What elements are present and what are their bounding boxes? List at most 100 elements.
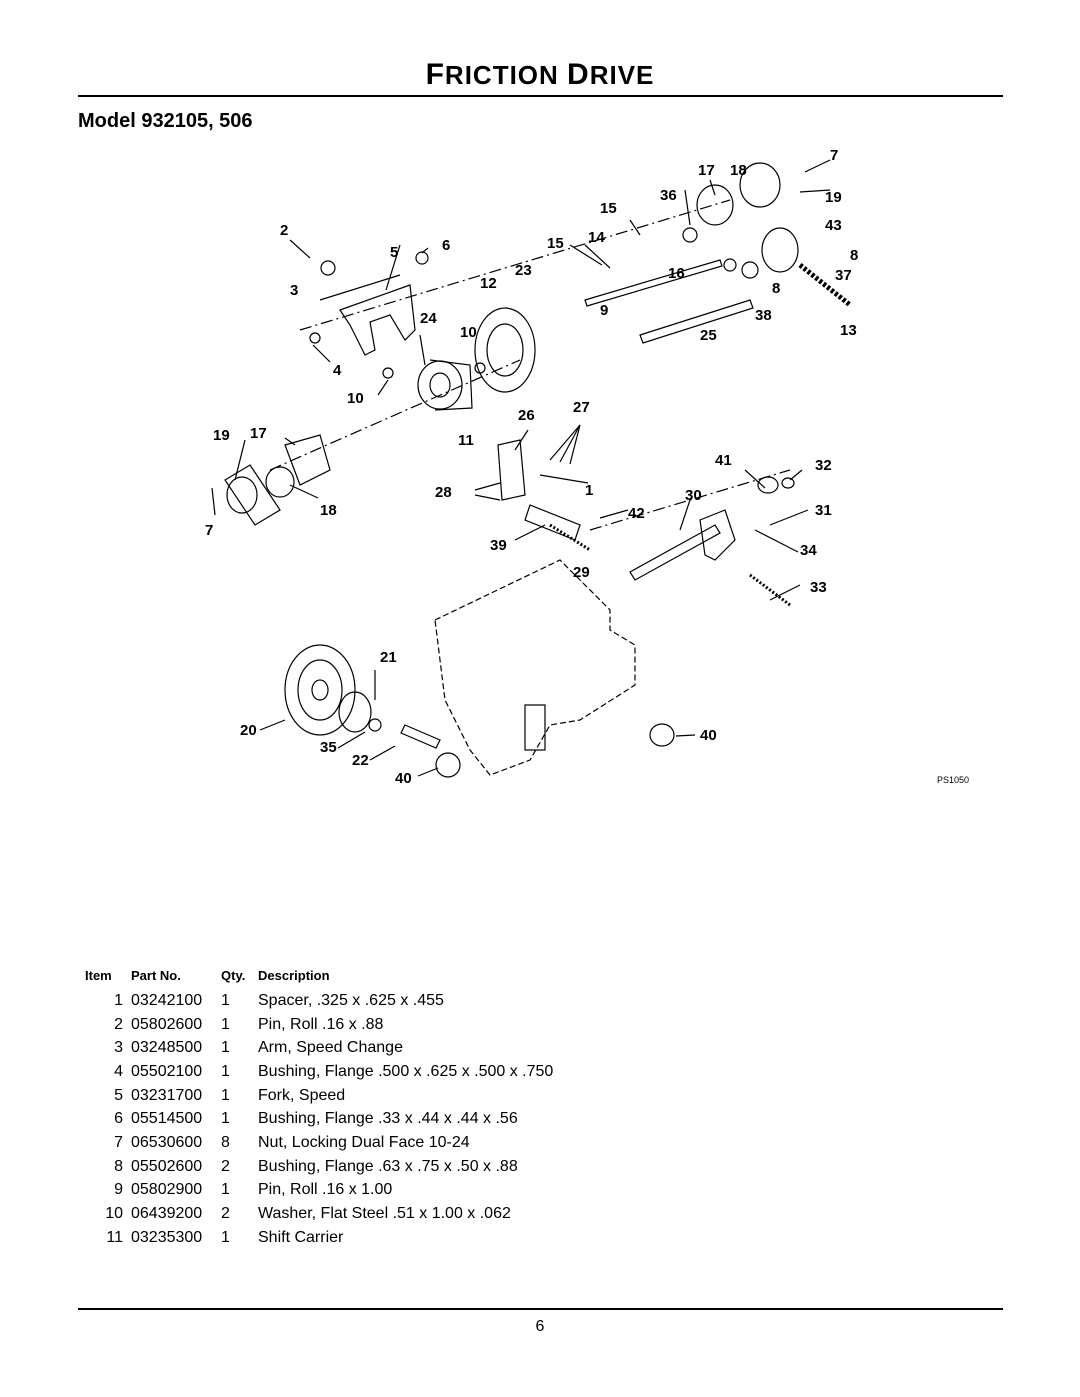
cell-qty: 1: [221, 1110, 230, 1128]
callout: 16: [668, 265, 685, 282]
header-qty: Qty.: [221, 968, 246, 983]
cell-description: Nut, Locking Dual Face 10-24: [258, 1133, 470, 1151]
callout: 42: [628, 505, 645, 522]
callout: 37: [835, 267, 852, 284]
callout: 19: [825, 189, 842, 206]
cell-item: 4: [114, 1062, 123, 1080]
callout: 7: [205, 522, 213, 539]
title-rest-1: RICTION: [444, 60, 559, 90]
callout: 40: [395, 770, 412, 787]
cell-part-no: 03235300: [131, 1228, 203, 1246]
callout: 36: [660, 187, 677, 204]
table-row: 2 05802600 1 Pin, Roll .16 x .88: [85, 1013, 658, 1037]
callout: 10: [347, 390, 364, 407]
title-initial-1: F: [425, 58, 445, 91]
callout: 15: [600, 200, 617, 217]
cell-qty: 1: [221, 1228, 230, 1246]
cell-qty: 8: [221, 1133, 230, 1151]
callout: 30: [685, 487, 702, 504]
cell-qty: 1: [221, 1181, 230, 1199]
cell-item: 6: [114, 1110, 123, 1128]
cell-qty: 2: [221, 1157, 230, 1175]
callout: 32: [815, 457, 832, 474]
cell-item: 11: [106, 1228, 123, 1246]
header-item: Item: [85, 968, 112, 983]
callout: 38: [755, 307, 772, 324]
cell-part-no: 03248500: [131, 1039, 203, 1057]
callout: 29: [573, 564, 590, 581]
callout: 31: [815, 502, 832, 519]
callout: 21: [380, 649, 397, 666]
callout: 41: [715, 452, 732, 469]
diagram-reference-code: PS1050: [937, 775, 969, 785]
diagram-svg: 7 17 18 36 19 15 43 2 5 6 15 14 8 23 12 …: [205, 147, 969, 787]
cell-description: Spacer, .325 x .625 x .455: [258, 991, 444, 1009]
exploded-parts-diagram: 7 17 18 36 19 15 43 2 5 6 15 14 8 23 12 …: [190, 140, 980, 810]
cell-description: Arm, Speed Change: [258, 1039, 403, 1057]
callout: 24: [420, 310, 437, 327]
callout: 19: [213, 427, 230, 444]
cell-item: 2: [114, 1015, 123, 1033]
callout: 2: [280, 222, 288, 239]
callout-labels: 7 17 18 36 19 15 43 2 5 6 15 14 8 23 12 …: [205, 147, 969, 787]
cell-description: Bushing, Flange .63 x .75 x .50 x .88: [258, 1157, 518, 1175]
callout: 17: [698, 162, 715, 179]
cell-qty: 1: [221, 1039, 230, 1057]
callout: 17: [250, 425, 267, 442]
callout: 14: [588, 229, 605, 246]
cell-item: 8: [114, 1157, 123, 1175]
callout: 35: [320, 739, 337, 756]
cell-qty: 1: [221, 1015, 230, 1033]
callout: 18: [730, 162, 747, 179]
table-row: 9 05802900 1 Pin, Roll .16 x 1.00: [85, 1179, 658, 1203]
cell-description: Shift Carrier: [258, 1228, 344, 1246]
top-divider: [78, 95, 1003, 97]
cell-description: Fork, Speed: [258, 1086, 346, 1104]
cell-item: 5: [114, 1086, 123, 1104]
cell-description: Bushing, Flange .500 x .625 x .500 x .75…: [258, 1062, 554, 1080]
table-header-row: Item Part No. Qty. Description: [85, 968, 658, 989]
cell-part-no: 05502600: [131, 1157, 203, 1175]
cell-part-no: 06530600: [131, 1133, 203, 1151]
callout: 8: [772, 280, 780, 297]
callout: 9: [600, 302, 608, 319]
cell-description: Pin, Roll .16 x .88: [258, 1015, 384, 1033]
callout: 34: [800, 542, 817, 559]
callout: 4: [333, 362, 342, 379]
parts-table: Item Part No. Qty. Description 1 03242100…: [85, 968, 658, 1250]
callout: 27: [573, 399, 590, 416]
header-description: Description: [258, 968, 330, 983]
cell-item: 1: [114, 991, 123, 1009]
callout: 13: [840, 322, 857, 339]
callout: 23: [515, 262, 532, 279]
callout: 1: [585, 482, 593, 499]
callout: 11: [458, 432, 474, 449]
callout: 7: [830, 147, 838, 164]
cell-part-no: 03242100: [131, 991, 203, 1009]
callout: 12: [480, 275, 497, 292]
cell-part-no: 05514500: [131, 1110, 203, 1128]
callout: 3: [290, 282, 298, 299]
page-number: 6: [535, 1318, 545, 1335]
callout: 18: [320, 502, 337, 519]
cell-qty: 1: [221, 1086, 230, 1104]
cell-part-no: 05802900: [131, 1181, 203, 1199]
header-part-no: Part No.: [131, 968, 181, 983]
cell-qty: 1: [221, 1062, 230, 1080]
cell-description: Pin, Roll .16 x 1.00: [258, 1181, 393, 1199]
cell-part-no: 05502100: [131, 1062, 203, 1080]
table-row: 11 03235300 1 Shift Carrier: [85, 1226, 658, 1250]
table-row: 4 05502100 1 Bushing, Flange .500 x .625 x …: [85, 1060, 658, 1084]
callout: 20: [240, 722, 257, 739]
cell-part-no: 05802600: [131, 1015, 203, 1033]
cell-item: 9: [114, 1181, 123, 1199]
cell-qty: 2: [221, 1205, 230, 1223]
callout: 8: [850, 247, 858, 264]
cell-part-no: 06439200: [131, 1205, 203, 1223]
callout: 26: [518, 407, 535, 424]
model-heading: Model 932105, 506: [78, 110, 253, 132]
callout: 5: [390, 244, 398, 261]
